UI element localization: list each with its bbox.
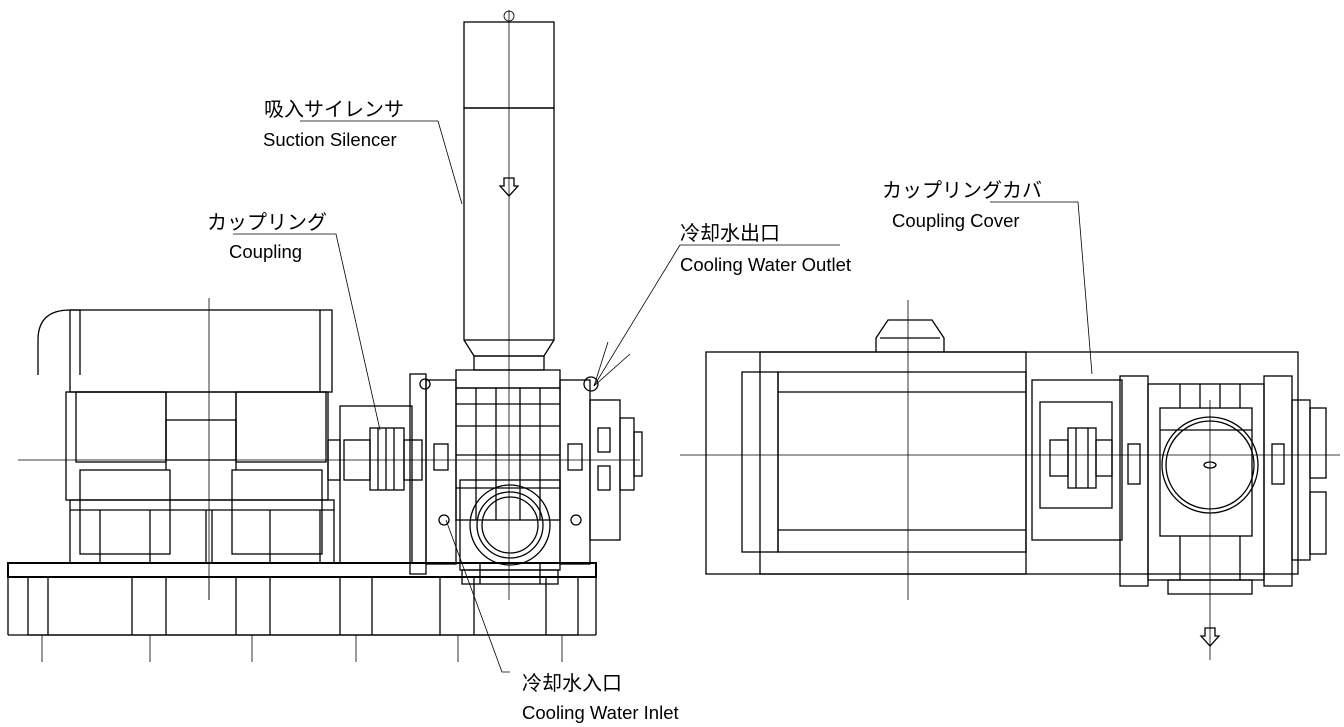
leader-suction-silencer — [300, 120, 463, 205]
motor — [37, 309, 341, 564]
coupling-guard — [339, 405, 413, 564]
leader-inlet — [445, 519, 510, 673]
label-coupling-cover-en: Coupling Cover — [892, 210, 1020, 231]
label-suction-silencer-jp: 吸入サイレンサ — [264, 97, 404, 121]
label-cooling-water-inlet-en: Cooling Water Inlet — [522, 702, 679, 723]
label-cooling-water-outlet-en: Cooling Water Outlet — [680, 254, 852, 275]
label-coupling-cover-jp: カップリングカバ — [882, 178, 1042, 202]
label-coupling-jp: カップリング — [207, 210, 327, 234]
label-cooling-water-inlet-jp: 冷却水入口 — [522, 671, 622, 695]
label-suction-silencer-en: Suction Silencer — [263, 129, 397, 150]
blower-front — [409, 373, 643, 585]
label-cooling-water-outlet-jp: 冷却水出口 — [680, 221, 780, 245]
leader-coupling — [233, 233, 381, 431]
leader-coupling-cover — [990, 201, 1093, 375]
plan-view — [680, 201, 1340, 660]
suction-silencer — [455, 10, 561, 389]
coupling — [343, 427, 423, 491]
base-frame — [7, 562, 597, 662]
label-coupling-en: Coupling — [229, 241, 303, 262]
front-view — [7, 10, 840, 673]
